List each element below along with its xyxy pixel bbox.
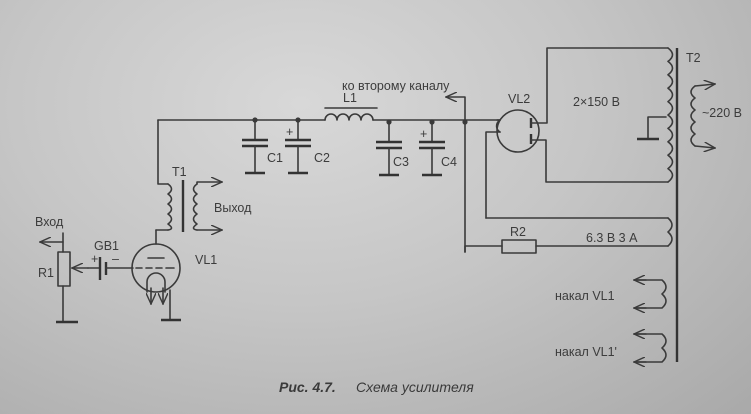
output-label: Выход bbox=[214, 201, 252, 215]
c2-label: C2 bbox=[314, 151, 330, 165]
battery-gb1: GB1 + – bbox=[87, 239, 134, 280]
tube-vl2: VL2 bbox=[485, 47, 669, 219]
gb1-plus: + bbox=[91, 252, 98, 266]
transformer-t1: T1 Выход bbox=[155, 119, 252, 232]
filament-winding-label: 6.3 В 3 А bbox=[586, 231, 638, 245]
vl2-label: VL2 bbox=[508, 92, 530, 106]
hv-secondary-label: 2×150 В bbox=[573, 95, 620, 109]
c4-label: C4 bbox=[441, 155, 457, 169]
c2-plus: + bbox=[286, 125, 293, 139]
mains-label: ~220 В bbox=[702, 106, 742, 120]
t2-label: T2 bbox=[686, 51, 701, 65]
vl1-label: VL1 bbox=[195, 253, 217, 267]
gb1-minus: – bbox=[112, 252, 119, 266]
l1-label: L1 bbox=[343, 91, 357, 105]
caption-number: Рис. 4.7. bbox=[279, 379, 336, 395]
heater-vl1-prime-label: накал VL1' bbox=[555, 345, 617, 359]
t1-label: T1 bbox=[172, 165, 187, 179]
figure-caption: Рис. 4.7. Схема усилителя bbox=[279, 379, 474, 395]
caption-text: Схема усилителя bbox=[356, 379, 474, 395]
gb1-label: GB1 bbox=[94, 239, 119, 253]
c4-plus: + bbox=[420, 127, 427, 141]
heater-vl1-label: накал VL1 bbox=[555, 289, 615, 303]
transformer-t2: T2 2×150 В ~220 В R2 6.3 В 3 А накал VL1… bbox=[464, 47, 742, 362]
c3-label: C3 bbox=[393, 155, 409, 169]
input-label: Вход bbox=[35, 215, 64, 229]
tube-vl1: VL1 bbox=[131, 229, 217, 322]
r2-label: R2 bbox=[510, 225, 526, 239]
power-filter: L1 C1 + C2 C3 + C4 bbox=[157, 79, 501, 253]
input-potentiometer-r1: Вход R1 bbox=[35, 215, 89, 324]
c1-label: C1 bbox=[267, 151, 283, 165]
second-channel-label: ко второму каналу bbox=[342, 79, 450, 93]
r1-label: R1 bbox=[38, 266, 54, 280]
